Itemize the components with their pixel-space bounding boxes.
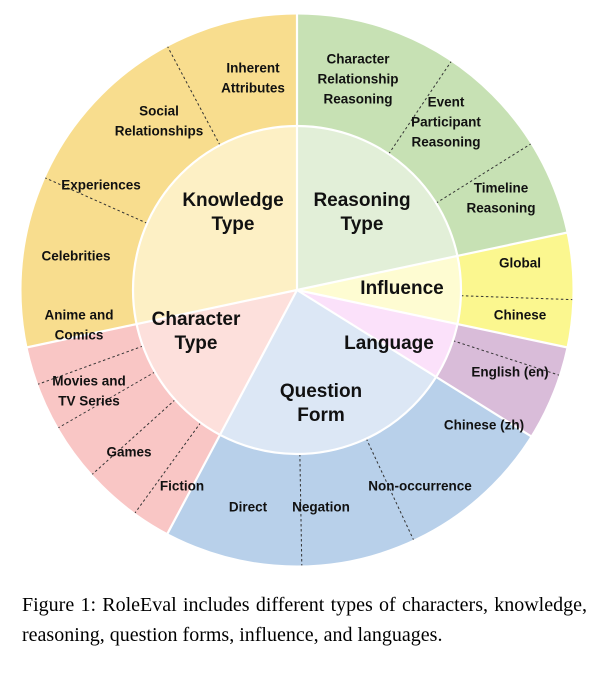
sub-divider — [365, 438, 415, 541]
outer-sector-reasoning — [297, 14, 567, 256]
sub-label-question-0-line: Non-occurrence — [368, 479, 472, 494]
outer-ring — [21, 14, 574, 566]
sub-label-character-1: Games — [106, 445, 151, 460]
inner-label-language-line: Language — [344, 333, 434, 354]
sub-label-character-3-line: Anime and — [44, 308, 113, 323]
sub-divider — [299, 453, 303, 566]
sub-label-knowledge-0: Experiences — [61, 178, 141, 193]
sub-label-influence-1-line: Chinese — [494, 308, 547, 323]
sub-label-question-0: Non-occurrence — [368, 479, 472, 494]
sub-label-language-1-line: Chinese (zh) — [444, 418, 524, 433]
sub-label-knowledge-1-line: Relationships — [115, 124, 204, 139]
sub-divider — [435, 143, 532, 204]
sub-label-character-4: Celebrities — [41, 249, 110, 264]
inner-ring — [132, 126, 461, 454]
sub-label-reasoning-2-line: Reasoning — [466, 201, 535, 216]
outer-ring-outline — [20, 13, 574, 567]
sub-label-reasoning-1-line: Participant — [411, 115, 481, 130]
sub-label-influence-1: Chinese — [494, 308, 547, 323]
sub-divider — [37, 345, 144, 385]
sub-label-knowledge-2-line: Attributes — [221, 81, 285, 96]
inner-label-knowledge-line: Type — [212, 214, 255, 235]
sub-label-reasoning-2-line: Timeline — [474, 181, 529, 196]
sub-divider — [91, 399, 176, 476]
outer-sector-character — [27, 324, 221, 534]
inner-sector-knowledge — [132, 126, 297, 325]
sub-label-language-0: English (en) — [471, 365, 548, 380]
inner-label-influence-line: Influence — [360, 278, 443, 299]
sub-label-question-1-line: Negation — [292, 500, 350, 515]
inner-sector-language — [297, 290, 458, 377]
sub-label-character-3-line: Comics — [55, 328, 104, 343]
inner-sector-question — [220, 290, 437, 454]
inner-label-reasoning-line: Type — [341, 214, 384, 235]
sector-divider — [26, 288, 298, 349]
sub-label-character-0-line: Fiction — [160, 479, 204, 494]
inner-label-language: Language — [344, 333, 434, 354]
sub-label-reasoning-0-line: Reasoning — [323, 92, 392, 107]
sub-divider — [166, 46, 221, 146]
sub-label-knowledge-2-line: Inherent — [226, 61, 280, 76]
sub-label-character-1-line: Games — [106, 445, 151, 460]
sub-label-language-1: Chinese (zh) — [444, 418, 524, 433]
inner-label-reasoning-line: Reasoning — [313, 190, 410, 211]
sub-label-question-2: Direct — [229, 500, 268, 515]
sub-label-influence-0: Global — [499, 256, 541, 271]
sub-divider — [388, 60, 452, 155]
sub-label-character-2: Movies and TV Series — [52, 374, 126, 409]
inner-ring-outline — [131, 124, 463, 456]
sub-label-character-2-line: Movies and — [52, 374, 126, 389]
figure-caption: Figure 1: RoleEval includes different ty… — [22, 594, 587, 646]
sub-label-question-2-line: Direct — [229, 500, 268, 515]
sub-label-knowledge-1-line: Social — [139, 104, 179, 119]
sector-divider — [296, 289, 532, 438]
sector-divider — [166, 289, 298, 535]
sector-divider — [296, 231, 568, 292]
inner-sector-reasoning — [297, 126, 458, 290]
sub-divider — [134, 422, 202, 514]
sub-label-reasoning-1-line: Event — [428, 95, 465, 110]
sub-label-character-0: Fiction — [160, 479, 204, 494]
sub-divider — [460, 295, 573, 301]
sub-divider — [57, 371, 156, 429]
inner-sector-influence — [297, 255, 461, 325]
outer-sector-question — [167, 376, 532, 566]
inner-label-influence: Influence — [360, 278, 443, 299]
inner-label-character-line: Character — [152, 309, 241, 330]
outer-sector-language — [436, 324, 567, 437]
sub-label-character-2-line: TV Series — [58, 394, 120, 409]
sub-label-influence-0-line: Global — [499, 256, 541, 271]
inner-label-knowledge-line: Knowledge — [182, 190, 283, 211]
sub-label-reasoning-0-line: Character — [326, 52, 390, 67]
sector-divider — [296, 288, 568, 349]
inner-label-question-line: Form — [297, 405, 345, 426]
sub-label-character-4-line: Celebrities — [41, 249, 110, 264]
sub-label-reasoning-1-line: Reasoning — [411, 135, 480, 150]
inner-label-question-line: Question — [280, 381, 362, 402]
inner-label-character-line: Type — [175, 333, 218, 354]
outer-sector-knowledge — [21, 14, 298, 348]
outer-sector-influence — [457, 232, 574, 348]
sub-label-reasoning-0-line: Relationship — [317, 72, 398, 87]
inner-sector-character — [136, 290, 297, 435]
dividers — [20, 13, 574, 567]
sub-label-question-1: Negation — [292, 500, 350, 515]
sub-label-language-0-line: English (en) — [471, 365, 548, 380]
sub-label-knowledge-0-line: Experiences — [61, 178, 141, 193]
sub-divider — [44, 177, 148, 224]
sub-divider — [452, 340, 560, 376]
